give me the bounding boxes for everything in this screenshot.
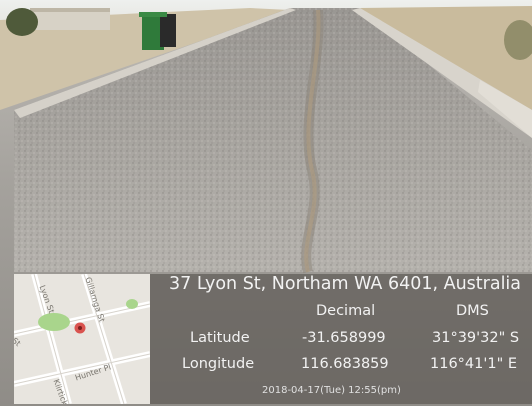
dms-header: DMS (456, 303, 489, 319)
gps-info-panel: 37 Lyon St, Northam WA 6401, Australia D… (150, 274, 532, 404)
green-bin (142, 14, 164, 50)
latitude-label: Latitude (190, 330, 250, 346)
longitude-decimal: 116.683859 (301, 356, 389, 372)
minimap-streets (14, 274, 150, 404)
location-minimap: Lyon St Gillarnga St Hunter Pl Kiirtick … (14, 274, 150, 404)
latitude-dms: 31°39'32" S (432, 330, 520, 346)
address-text: 37 Lyon St, Northam WA 6401, Australia (169, 274, 522, 294)
black-bin (160, 14, 176, 47)
decimal-header: Decimal (316, 303, 376, 319)
geotag-overlay: Lyon St Gillarnga St Hunter Pl Kiirtick … (0, 272, 532, 406)
capture-timestamp: 2018-04-17(Tue) 12:55(pm) (262, 385, 401, 396)
longitude-label: Longitude (182, 356, 255, 372)
latitude-decimal: -31.658999 (302, 330, 386, 346)
longitude-dms: 116°41'1" E (430, 356, 518, 372)
